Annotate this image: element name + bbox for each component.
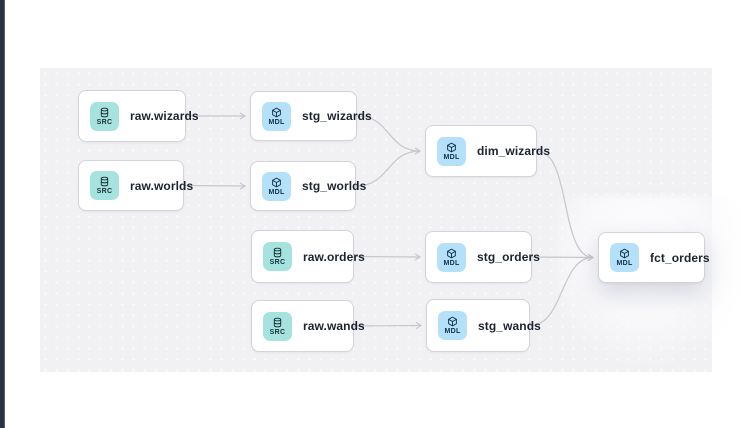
node-type-label: MDL xyxy=(268,118,285,126)
edge-raw.worlds-to-stg_worlds xyxy=(183,182,247,190)
node-label: dim_wizards xyxy=(477,144,551,158)
node-type-label: SRC xyxy=(96,188,113,195)
database-icon xyxy=(272,317,283,328)
edge-raw.orders-to-stg_orders xyxy=(353,253,422,261)
node-type-label: MDL xyxy=(443,153,460,161)
cube-icon xyxy=(619,248,630,259)
node-type-badge: MDL xyxy=(437,242,466,272)
node-label: stg_wizards xyxy=(302,109,372,123)
lineage-node[interactable]: SRC raw.worlds xyxy=(78,160,193,211)
cube-icon xyxy=(271,177,282,188)
lineage-node[interactable]: MDL stg_wizards xyxy=(250,91,372,141)
node-label: stg_orders xyxy=(477,250,541,264)
node-type-badge: MDL xyxy=(262,101,291,131)
node-type-badge: MDL xyxy=(610,243,639,272)
lineage-node[interactable]: SRC raw.wizards xyxy=(78,90,199,142)
node-type-label: SRC xyxy=(96,118,113,126)
lineage-node[interactable]: MDL stg_worlds xyxy=(250,161,366,211)
lineage-node[interactable]: SRC raw.orders xyxy=(251,230,365,283)
node-type-badge: SRC xyxy=(90,171,119,200)
node-type-badge: MDL xyxy=(438,311,467,340)
node-type-label: MDL xyxy=(444,328,461,335)
database-icon xyxy=(99,107,110,118)
lineage-node[interactable]: SRC raw.wands xyxy=(251,300,365,352)
lineage-node[interactable]: MDL stg_orders xyxy=(425,231,540,283)
cube-icon xyxy=(446,142,457,153)
node-type-badge: SRC xyxy=(263,242,292,271)
left-rail xyxy=(0,0,5,428)
cube-icon xyxy=(447,316,458,327)
node-type-badge: SRC xyxy=(263,311,292,341)
lineage-canvas[interactable]: SRC raw.wizards MDL stg_wizards SRC raw.… xyxy=(40,68,742,372)
node-label: raw.orders xyxy=(303,249,365,264)
node-label: fct_orders xyxy=(650,250,710,265)
node-label: raw.wands xyxy=(303,319,365,333)
node-label: raw.wizards xyxy=(130,109,199,123)
edge-raw.wands-to-stg_wands xyxy=(353,321,423,330)
edge-stg_wizards-to-dim_wizards xyxy=(356,115,422,155)
node-label: stg_wands xyxy=(478,318,541,333)
node-type-badge: SRC xyxy=(90,101,119,131)
edge-stg_worlds-to-dim_wizards xyxy=(355,147,422,187)
cube-icon xyxy=(271,107,282,118)
node-type-label: MDL xyxy=(443,259,460,267)
node-label: raw.worlds xyxy=(130,178,194,193)
cube-icon xyxy=(446,248,457,259)
database-icon xyxy=(99,176,110,187)
node-type-label: SRC xyxy=(269,328,286,336)
lineage-node[interactable]: MDL fct_orders xyxy=(598,232,710,283)
lineage-node[interactable]: MDL stg_wands xyxy=(426,299,541,352)
node-type-badge: MDL xyxy=(262,171,291,201)
node-type-label: MDL xyxy=(268,188,285,196)
database-icon xyxy=(272,247,283,258)
node-type-label: MDL xyxy=(616,260,633,267)
node-type-badge: MDL xyxy=(437,136,466,166)
lineage-node[interactable]: MDL dim_wizards xyxy=(425,125,550,177)
node-type-label: SRC xyxy=(269,259,286,266)
node-label: stg_worlds xyxy=(302,179,367,193)
nodes-layer: SRC raw.wizards MDL stg_wizards SRC raw.… xyxy=(40,68,712,372)
